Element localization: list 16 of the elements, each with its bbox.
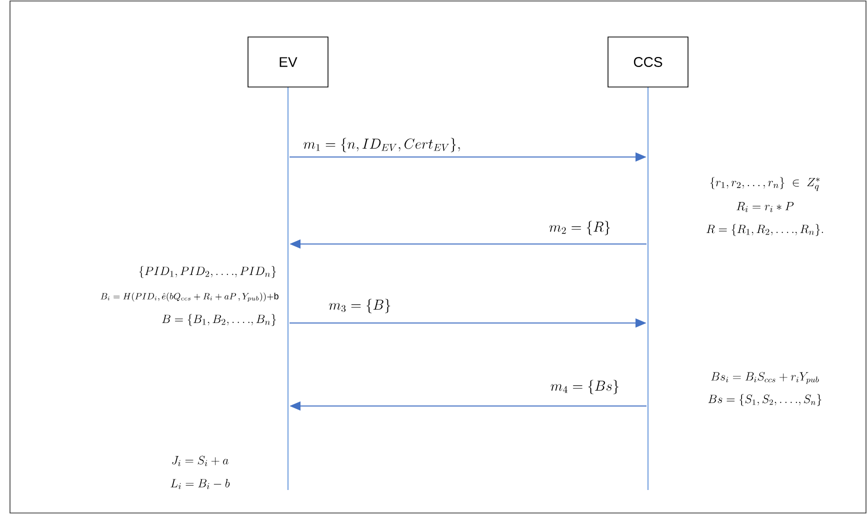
participant-box: CCS — [608, 36, 688, 88]
edge-label: $m_4 = \{Bs\}$ — [550, 380, 619, 394]
formula: $R_i = r_i * P$ — [736, 202, 794, 212]
formula: $Bs_i = B_i S_{ccs} + r_i Y_{pub}$ — [711, 372, 819, 384]
formula: $R = \{R_1, R_2, \ldots., R_n\}.$ — [706, 224, 823, 236]
formula: $B = \{B_1, B_2, \ldots., B_n\}$ — [162, 314, 276, 326]
formula: $L_i = B_i - b$ — [170, 478, 230, 490]
formula: $\{PID_1, PID_2, \ldots., PID_n\}$ — [139, 266, 276, 278]
formula: $B_i = H(PID_i, \hat{e}(bQ_{ccs} + R_i + aP\,, Y_{pub}))\mathrm{+b}$ — [100, 292, 278, 302]
edge-label: $m_1 = \{n, ID_{EV}, Cert_{EV}\},$ — [304, 138, 460, 152]
edge-label: $m_3 = \{B\}$ — [329, 298, 390, 314]
edge-label: $m_2 = \{R\}$ — [549, 220, 610, 236]
formula: $Bs = \{S_1, S_2, \ldots., S_n\}$ — [708, 394, 822, 406]
formula: $J_i = S_i + a$ — [172, 456, 228, 466]
participant-box: EV — [248, 36, 328, 88]
formula: $\{r_1, r_2, \ldots, r_n\} \;\in\; Z_q^{*}$ — [710, 177, 820, 191]
